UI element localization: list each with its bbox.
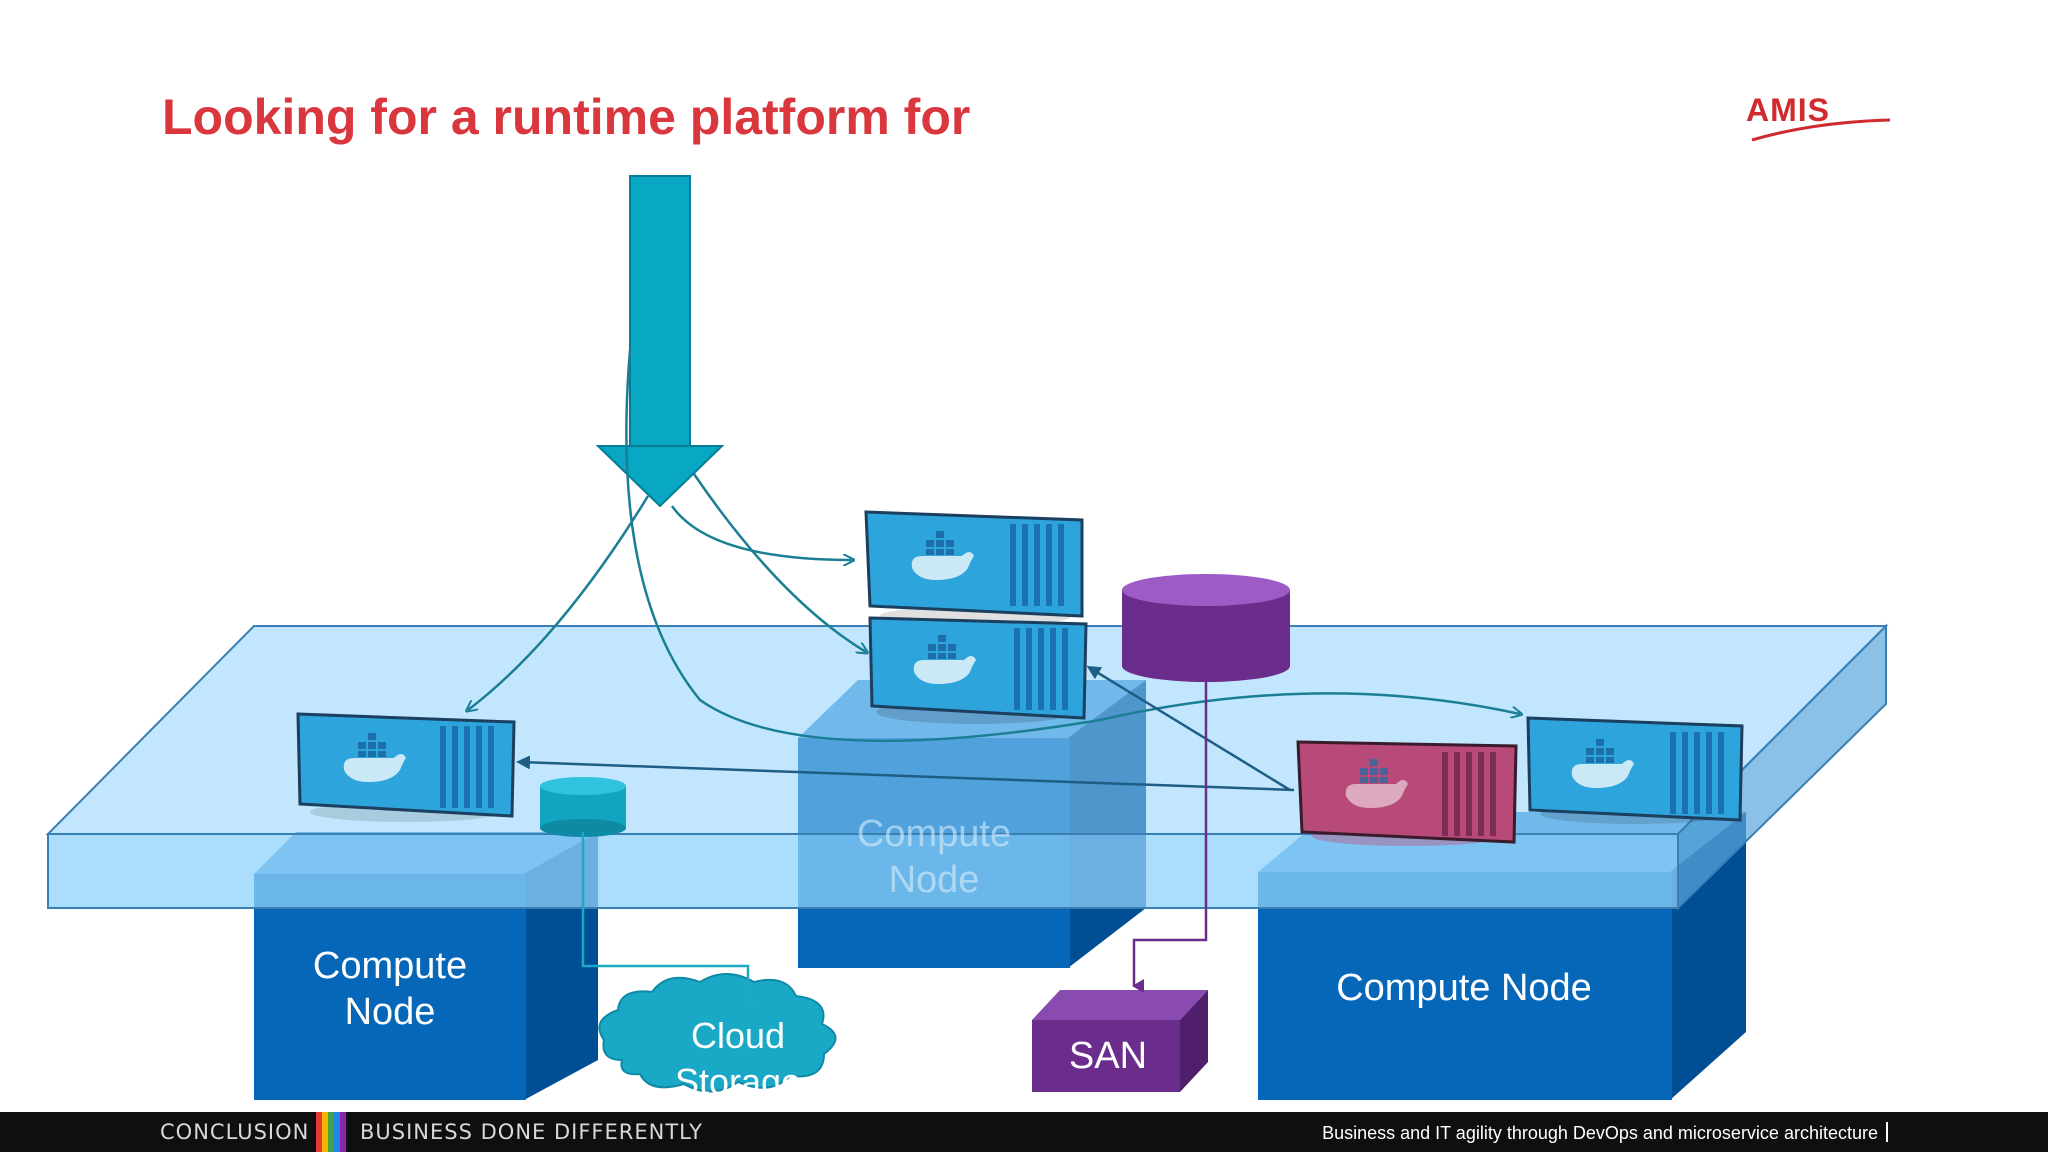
compute-node-left-line2: Node — [345, 991, 436, 1033]
footer-bar-blue — [334, 1112, 340, 1152]
arrow-red-to-middle — [1086, 665, 1291, 792]
footer-color-bars — [316, 1112, 346, 1152]
container-top-middle — [864, 510, 1084, 626]
container-right — [1526, 716, 1744, 824]
footer-bar-green — [328, 1112, 334, 1152]
arrow-to-top-container — [670, 505, 852, 560]
deploy-down-arrow — [595, 175, 725, 508]
container-middle-lower — [868, 616, 1088, 724]
cloud-storage-line1: Cloud — [691, 1015, 785, 1056]
slide-title: Looking for a runtime platform for — [162, 89, 971, 145]
connector-cylinder-to-san — [1132, 668, 1208, 993]
arrow-to-right-container — [625, 349, 1520, 743]
cyan-volume-cylinder — [540, 777, 626, 837]
compute-node-middle-line1: Compute — [857, 813, 1011, 855]
footer-section-label: CONCLUSION — [160, 1120, 310, 1144]
compute-node-right-label: Compute Node — [1336, 967, 1592, 1009]
logo-swoosh-icon — [1751, 118, 1891, 142]
arrow-to-middle-container — [692, 473, 866, 652]
cloud-storage-line2: Storage — [675, 1061, 801, 1102]
san-storage: SAN — [1032, 990, 1208, 1092]
migration-arrows — [516, 665, 1295, 792]
purple-database-cylinder — [1122, 574, 1290, 682]
footer-bar-yellow — [322, 1112, 328, 1152]
container-left — [296, 712, 516, 822]
san-label: SAN — [1069, 1035, 1147, 1077]
footer-description: Business and IT agility through DevOps a… — [1322, 1122, 1888, 1144]
distribution-arrows — [468, 349, 1520, 743]
cloud-storage: Cloud Storage — [598, 973, 837, 1102]
footer-tagline: BUSINESS DONE DIFFERENTLY — [360, 1120, 703, 1144]
compute-node-middle-line2: Node — [889, 859, 980, 901]
arrow-to-left-container — [468, 495, 650, 710]
footer-bar-purple — [340, 1112, 346, 1152]
container-red — [1296, 740, 1518, 846]
arrow-red-to-left — [516, 755, 1295, 792]
footer-bar: CONCLUSION BUSINESS DONE DIFFERENTLY Bus… — [0, 1112, 2048, 1152]
architecture-diagram: Cloud Storage SAN Compute Node — [45, 175, 1889, 1102]
compute-node-left-line1: Compute — [313, 945, 467, 987]
connector-volume-to-cloud — [581, 832, 758, 1011]
amis-logo: AMIS — [1744, 92, 1894, 148]
footer-bar-red — [316, 1112, 322, 1152]
logo-text: AMIS — [1746, 92, 1830, 128]
